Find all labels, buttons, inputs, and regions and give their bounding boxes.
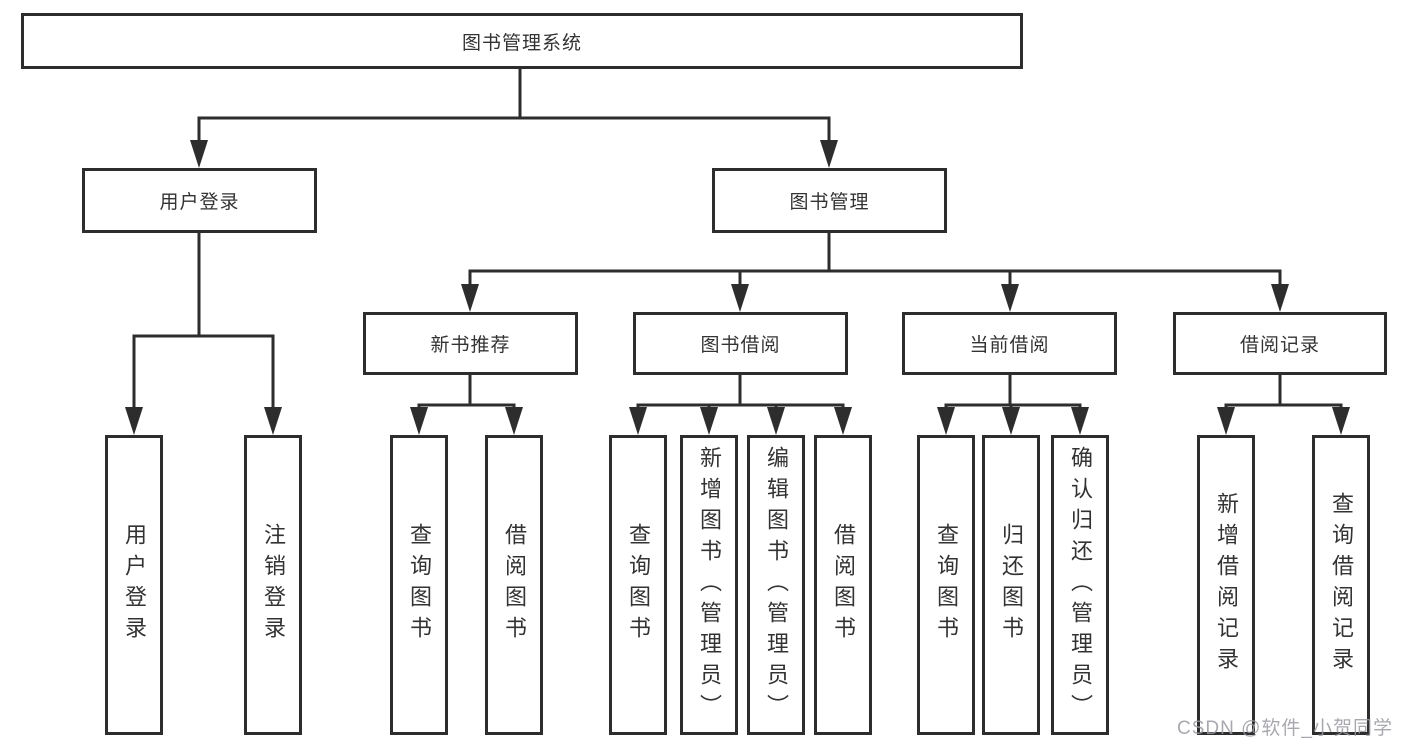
node-book-borrowing: 图书借阅 — [633, 312, 848, 375]
node-leaf-query-borrow-record: 查询借阅记录 — [1312, 435, 1370, 735]
watermark: CSDN @软件_小贺同学 — [1177, 718, 1393, 739]
node-leaf-logout: 注销登录 — [244, 435, 302, 735]
node-book-management-label: 图书管理 — [789, 192, 870, 213]
node-leaf-query-book-borrowing-label: 查询图书 — [626, 523, 651, 647]
node-leaf-add-book-admin-label: 新增图书（管理员） — [697, 445, 722, 725]
node-leaf-query-book-current-label: 查询图书 — [934, 523, 959, 647]
node-current-borrowing-label: 当前借阅 — [969, 335, 1050, 356]
node-leaf-user-login: 用户登录 — [105, 435, 163, 735]
node-book-borrowing-label: 图书借阅 — [700, 335, 781, 356]
node-leaf-query-borrow-record-label: 查询借阅记录 — [1329, 492, 1354, 678]
node-leaf-query-book-recommend: 查询图书 — [390, 435, 448, 735]
node-borrowing-records-label: 借阅记录 — [1239, 335, 1320, 356]
node-leaf-add-book-admin: 新增图书（管理员） — [680, 435, 738, 735]
node-user-login: 用户登录 — [82, 168, 317, 233]
node-new-book-recommend: 新书推荐 — [363, 312, 578, 375]
arrowheads — [125, 140, 1350, 435]
node-book-management: 图书管理 — [712, 168, 947, 233]
node-leaf-confirm-return-admin: 确认归还（管理员） — [1051, 435, 1109, 735]
node-leaf-add-borrow-record-label: 新增借阅记录 — [1214, 492, 1239, 678]
node-leaf-edit-book-admin-label: 编辑图书（管理员） — [764, 445, 789, 725]
node-leaf-return-book-label: 归还图书 — [999, 523, 1024, 647]
node-leaf-confirm-return-admin-label: 确认归还（管理员） — [1068, 445, 1093, 725]
node-leaf-return-book: 归还图书 — [982, 435, 1040, 735]
node-borrowing-records: 借阅记录 — [1173, 312, 1387, 375]
node-leaf-add-borrow-record: 新增借阅记录 — [1197, 435, 1255, 735]
node-leaf-user-login-label: 用户登录 — [122, 523, 147, 647]
node-root: 图书管理系统 — [21, 13, 1023, 69]
node-new-book-recommend-label: 新书推荐 — [430, 335, 511, 356]
node-leaf-edit-book-admin: 编辑图书（管理员） — [747, 435, 805, 735]
node-user-login-label: 用户登录 — [159, 192, 240, 213]
node-leaf-borrow-book-recommend-label: 借阅图书 — [502, 523, 527, 647]
node-current-borrowing: 当前借阅 — [902, 312, 1117, 375]
node-leaf-query-book-borrowing: 查询图书 — [609, 435, 667, 735]
node-leaf-query-book-recommend-label: 查询图书 — [407, 523, 432, 647]
node-root-label: 图书管理系统 — [461, 32, 582, 54]
node-leaf-query-book-current: 查询图书 — [917, 435, 975, 735]
node-leaf-borrow-book-borrowing-label: 借阅图书 — [831, 523, 856, 647]
node-leaf-logout-label: 注销登录 — [261, 523, 286, 647]
node-leaf-borrow-book-borrowing: 借阅图书 — [814, 435, 872, 735]
node-leaf-borrow-book-recommend: 借阅图书 — [485, 435, 543, 735]
